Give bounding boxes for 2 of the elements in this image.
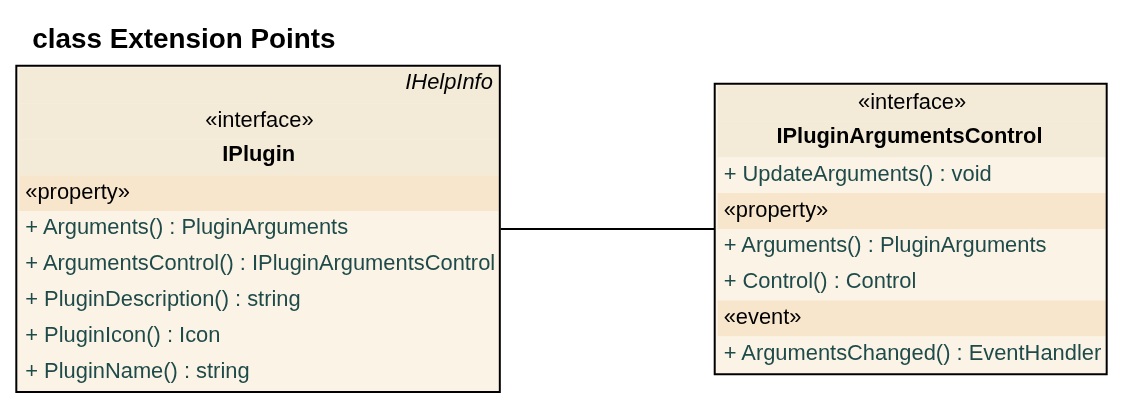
diagram-title: class Extension Points — [32, 23, 336, 55]
connector — [499, 227, 716, 230]
